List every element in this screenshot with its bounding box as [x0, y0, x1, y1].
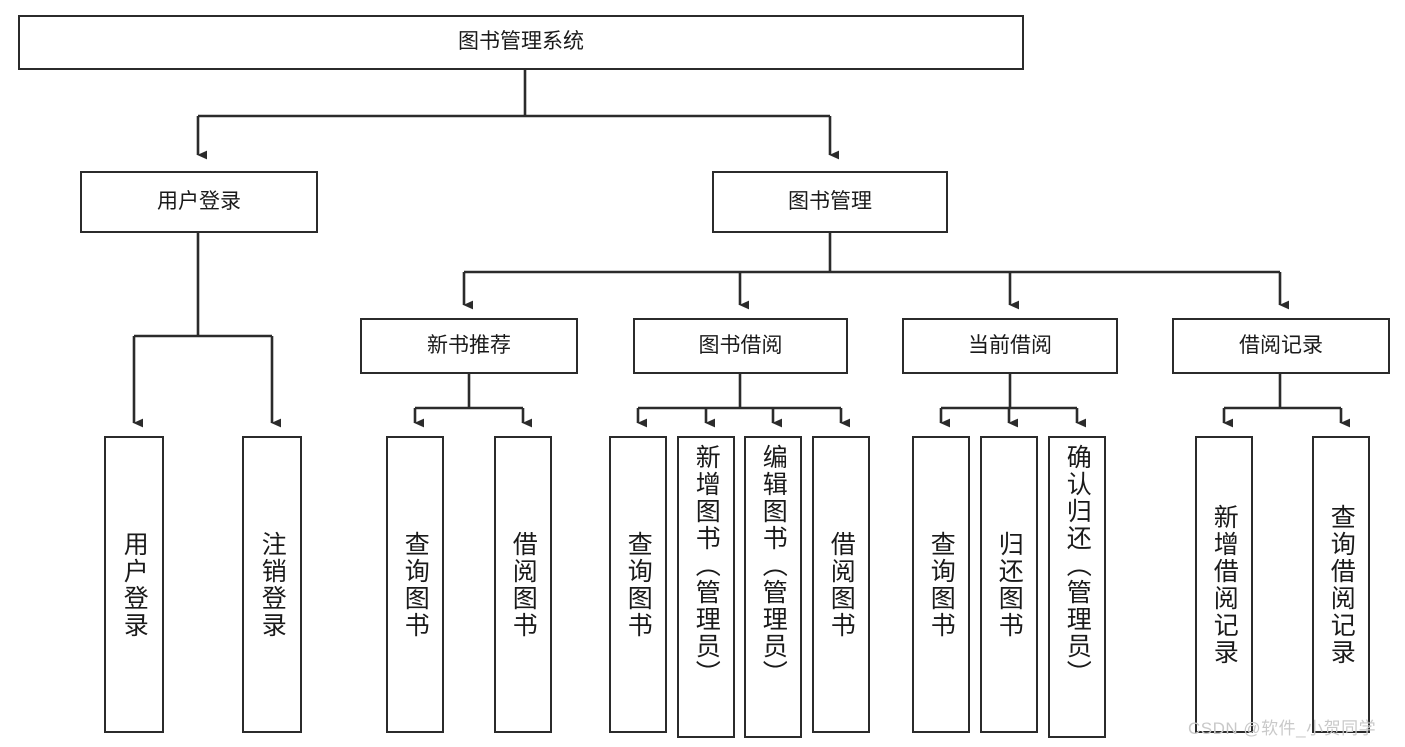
leaf-current-return-book[interactable]: 归还图书 — [980, 436, 1038, 733]
leaf-borrow-edit-book-admin[interactable]: 编辑图书（管理员） — [744, 436, 802, 738]
leaf-label: 借阅图书 — [827, 530, 856, 639]
leaf-label: 查询图书 — [401, 530, 430, 639]
node-current-borrow[interactable]: 当前借阅 — [902, 318, 1118, 374]
node-current-borrow-label: 当前借阅 — [968, 333, 1052, 357]
node-book-borrow[interactable]: 图书借阅 — [633, 318, 848, 374]
leaf-label: 确认归还（管理员） — [1063, 444, 1092, 687]
leaf-recommend-query-book[interactable]: 查询图书 — [386, 436, 444, 733]
leaf-label: 查询图书 — [927, 530, 956, 639]
node-root[interactable]: 图书管理系统 — [18, 15, 1024, 70]
leaf-label: 查询借阅记录 — [1327, 503, 1356, 666]
leaf-recommend-borrow-book[interactable]: 借阅图书 — [494, 436, 552, 733]
leaf-label: 注销登录 — [258, 530, 287, 639]
node-book-management-label: 图书管理 — [788, 189, 872, 213]
node-root-label: 图书管理系统 — [458, 30, 584, 54]
leaf-borrow-borrow-book[interactable]: 借阅图书 — [812, 436, 870, 733]
leaf-borrow-add-book-admin[interactable]: 新增图书（管理员） — [677, 436, 735, 738]
node-user-login[interactable]: 用户登录 — [80, 171, 318, 233]
leaf-label: 归还图书 — [995, 530, 1024, 639]
leaf-borrow-query-book[interactable]: 查询图书 — [609, 436, 667, 733]
leaf-label: 用户登录 — [120, 530, 149, 639]
node-new-book-recommend[interactable]: 新书推荐 — [360, 318, 578, 374]
node-book-management[interactable]: 图书管理 — [712, 171, 948, 233]
node-new-book-recommend-label: 新书推荐 — [427, 333, 511, 357]
leaf-label: 借阅图书 — [509, 530, 538, 639]
node-book-borrow-label: 图书借阅 — [698, 333, 783, 357]
leaf-label: 新增图书（管理员） — [692, 444, 721, 687]
leaf-current-confirm-return-admin[interactable]: 确认归还（管理员） — [1048, 436, 1106, 738]
leaf-record-query-record[interactable]: 查询借阅记录 — [1312, 436, 1370, 733]
leaf-label: 查询图书 — [624, 530, 653, 639]
node-user-login-label: 用户登录 — [157, 189, 241, 213]
leaf-user-login-logout[interactable]: 注销登录 — [242, 436, 302, 733]
node-borrow-record-label: 借阅记录 — [1239, 333, 1323, 357]
leaf-current-query-book[interactable]: 查询图书 — [912, 436, 970, 733]
node-borrow-record[interactable]: 借阅记录 — [1172, 318, 1390, 374]
leaf-user-login-login[interactable]: 用户登录 — [104, 436, 164, 733]
leaf-label: 新增借阅记录 — [1210, 503, 1239, 666]
leaf-label: 编辑图书（管理员） — [759, 444, 788, 687]
leaf-record-add-record[interactable]: 新增借阅记录 — [1195, 436, 1253, 733]
watermark: CSDN @软件_小贺同学 — [1188, 719, 1377, 738]
